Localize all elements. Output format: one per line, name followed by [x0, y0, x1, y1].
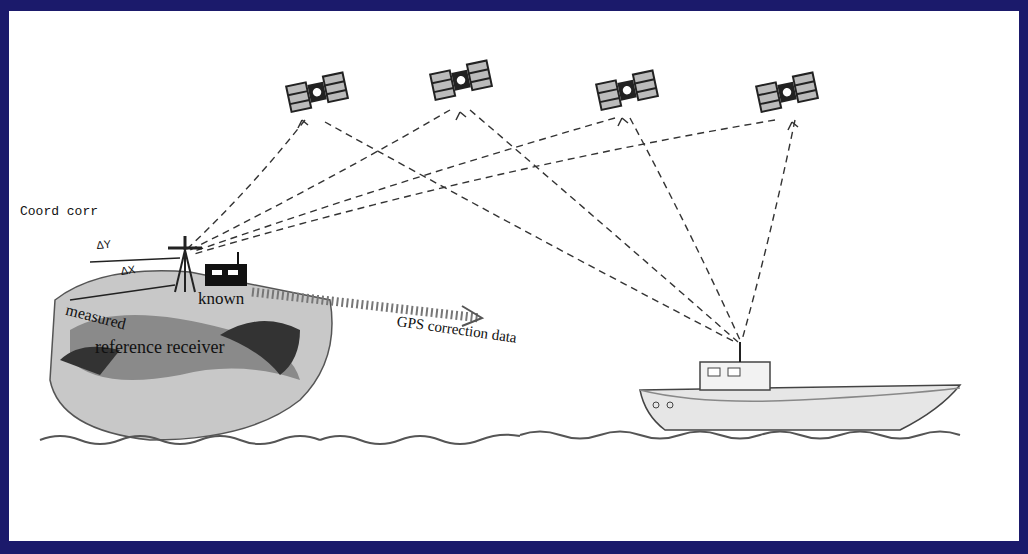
part-label: reference receiver	[95, 338, 224, 356]
note-label: Coord corr	[20, 205, 98, 218]
part-label: known	[198, 290, 244, 307]
delta-label: ΔX	[120, 264, 136, 277]
delta-label: ΔY	[96, 239, 112, 251]
